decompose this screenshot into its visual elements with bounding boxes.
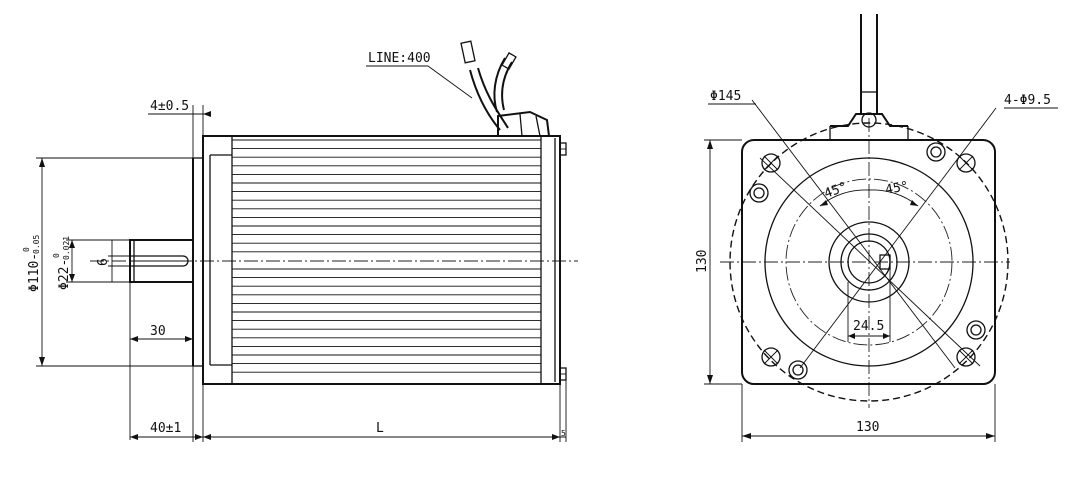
- svg-text:0: 0: [22, 247, 31, 252]
- motor-body: [202, 135, 561, 385]
- flange-bolt-1: [926, 142, 946, 162]
- cooling-fins: [232, 139, 541, 373]
- cable-connector: [497, 110, 550, 137]
- pilot-circle: [764, 157, 974, 367]
- cables: [460, 40, 517, 131]
- flange-bolt-4: [788, 360, 808, 380]
- body-diameter-dim: Φ110-: [27, 253, 42, 292]
- square-housing: [741, 139, 996, 385]
- mounting-hole-bottom-right: [956, 347, 976, 367]
- key-length-dim: 30: [150, 324, 166, 339]
- front-view: Φ145 4-Φ9.5 45° 45° 130 130: [695, 14, 1058, 442]
- flange-bolt-2: [749, 183, 769, 203]
- tail-length-dim: 5: [561, 429, 566, 438]
- flange-bolt-3: [966, 320, 986, 340]
- line-length-label: LINE:400: [368, 51, 431, 66]
- mounting-hole-spec-dim: 4-Φ9.5: [1004, 93, 1051, 108]
- tail-bolt-bottom: [559, 367, 567, 381]
- bolt-circle-diameter-dim: Φ145: [710, 89, 741, 104]
- cable-end-left: [460, 40, 476, 64]
- svg-text:0: 0: [52, 253, 61, 258]
- shaft-flat-dim: 24.5: [853, 319, 884, 334]
- mounting-hole-top-left: [761, 153, 781, 173]
- mounting-hole-top-right: [956, 153, 976, 173]
- width-dim: 130: [856, 420, 879, 435]
- angle-left-dim: 45°: [822, 180, 849, 202]
- side-view: LINE:400 4±0.5 Φ110- 0 0.05: [22, 40, 578, 442]
- body-length-dim: L: [376, 421, 384, 436]
- cable-clamp: [829, 14, 909, 140]
- shaft-diameter-dim: Φ22-: [57, 259, 72, 290]
- shaft: [129, 239, 194, 283]
- shaft-length-dim: 40±1: [150, 421, 181, 436]
- height-dim: 130: [695, 250, 710, 273]
- key-width-dim: 6: [96, 258, 111, 266]
- tail-bolt-top: [559, 142, 567, 156]
- shaft-outer: [840, 233, 898, 291]
- svg-text:0.021: 0.021: [62, 236, 71, 260]
- bolt-circle: [729, 122, 1009, 402]
- cable-end-right: [501, 52, 517, 70]
- flange-thickness-dim: 4±0.5: [150, 99, 189, 114]
- mounting-hole-bottom-left: [761, 347, 781, 367]
- shaft-boss: [828, 221, 910, 303]
- angle-right-dim: 45°: [884, 179, 910, 198]
- svg-text:0.05: 0.05: [32, 235, 41, 254]
